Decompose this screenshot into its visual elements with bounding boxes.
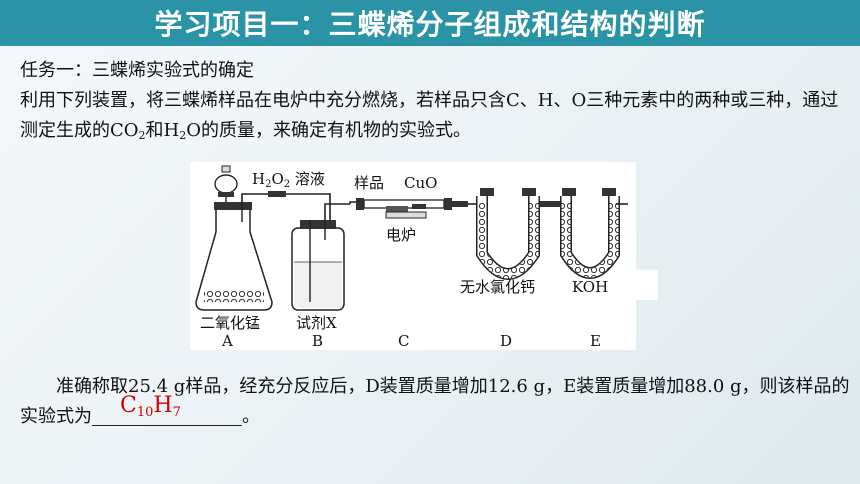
letter-a: A (221, 332, 233, 350)
intro-paragraph: 利用下列装置，将三蝶烯样品在电炉中充分燃烧，若样品只含C、H、O三种元素中的两种… (20, 86, 850, 151)
rubber-tube (540, 201, 562, 207)
apparatus-figure: H2O2 溶液 样品 CuO 电炉 二氧化锰 试剂X 无水氯化钙 KOH A B… (190, 162, 636, 350)
task-heading: 任务一：三蝶烯实验式的确定 (20, 60, 254, 81)
apparatus-b (291, 203, 350, 311)
label-cacl2: 无水氯化钙 (460, 278, 535, 296)
answer-formula: C10H7 (120, 393, 181, 420)
letter-b: B (312, 332, 323, 350)
intro-text-2: 的质量，来确定有机物的实验式。 (201, 120, 471, 141)
figure-patch (636, 270, 658, 300)
letter-d: D (500, 332, 512, 350)
intro-and: 和 (145, 120, 164, 141)
question-paragraph: 准确称取25.4 g样品，经充分反应后，D装置质量增加12.6 g，E装置质量增… (20, 372, 850, 432)
co2-formula: CO2 (110, 120, 146, 142)
rubber-tube (452, 201, 468, 207)
question-text: 准确称取25.4 g样品，经充分反应后，D装置质量增加12.6 g，E装置质量增… (20, 376, 850, 427)
h2o-formula: H2O (163, 120, 201, 142)
apparatus-d (468, 188, 540, 280)
letter-c: C (398, 332, 409, 350)
label-furnace: 电炉 (386, 226, 416, 244)
letter-e: E (590, 332, 601, 350)
label-koh: KOH (572, 278, 608, 296)
answer-blank: C10H7 (92, 393, 242, 426)
apparatus-a (195, 165, 273, 311)
intro-text-1: 利用下列装置，将三蝶烯样品在电炉中充分燃烧，若样品只含C、H、O三种元素中的两种… (20, 90, 839, 141)
label-sample: 样品 (354, 174, 384, 192)
rubber-tube (268, 191, 286, 197)
question-end: 。 (242, 406, 260, 427)
apparatus-e (560, 188, 628, 279)
label-cuo: CuO (404, 174, 437, 192)
apparatus-diagram: H2O2 溶液 样品 CuO 电炉 二氧化锰 试剂X 无水氯化钙 KOH A B… (195, 165, 628, 350)
title-bar: 学习项目一：三蝶烯分子组成和结构的判断 (0, 0, 860, 46)
label-reagent-x: 试剂X (296, 314, 337, 332)
label-h2o2: H2O2 溶液 (252, 170, 325, 190)
apparatus-c (356, 198, 452, 219)
label-mno2: 二氧化锰 (200, 314, 260, 332)
page-title: 学习项目一：三蝶烯分子组成和结构的判断 (154, 8, 706, 41)
